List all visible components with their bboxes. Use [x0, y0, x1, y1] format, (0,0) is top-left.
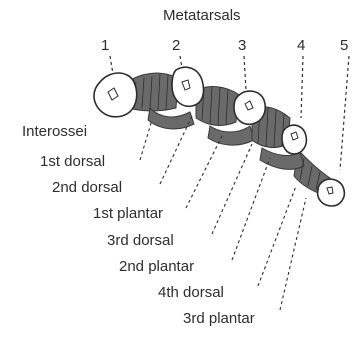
pointer-line-metatarsal-2: [180, 56, 182, 68]
leader-1st-dorsal: [140, 120, 152, 160]
pointer-line-metatarsal-5: [340, 56, 349, 170]
label-1st-dorsal: 1st dorsal: [40, 154, 105, 169]
leader-1st-plantar: [186, 136, 222, 208]
label-1st-plantar: 1st plantar: [93, 206, 163, 221]
leader-3rd-plantar: [280, 198, 306, 310]
muscle-2nd-plantar: [208, 126, 254, 145]
metatarsal-bone-3: [234, 91, 265, 124]
pointer-line-metatarsal-3: [244, 56, 246, 90]
label-4th-dorsal: 4th dorsal: [158, 285, 224, 300]
pointer-line-metatarsal-4: [301, 56, 303, 118]
label-3rd-dorsal: 3rd dorsal: [107, 233, 174, 248]
label-2nd-dorsal: 2nd dorsal: [52, 180, 122, 195]
metatarsal-bone-1: [94, 73, 137, 117]
label-2nd-plantar: 2nd plantar: [119, 259, 194, 274]
metatarsal-bone-2: [172, 67, 204, 106]
leader-2nd-plantar: [232, 158, 270, 260]
label-3rd-plantar: 3rd plantar: [183, 311, 255, 326]
leader-3rd-dorsal: [212, 144, 252, 234]
leader-4th-dorsal: [258, 186, 296, 286]
interossei-label: Interossei: [22, 124, 87, 139]
pointer-line-metatarsal-1: [110, 56, 113, 74]
metatarsal-bone-5: [318, 179, 345, 206]
